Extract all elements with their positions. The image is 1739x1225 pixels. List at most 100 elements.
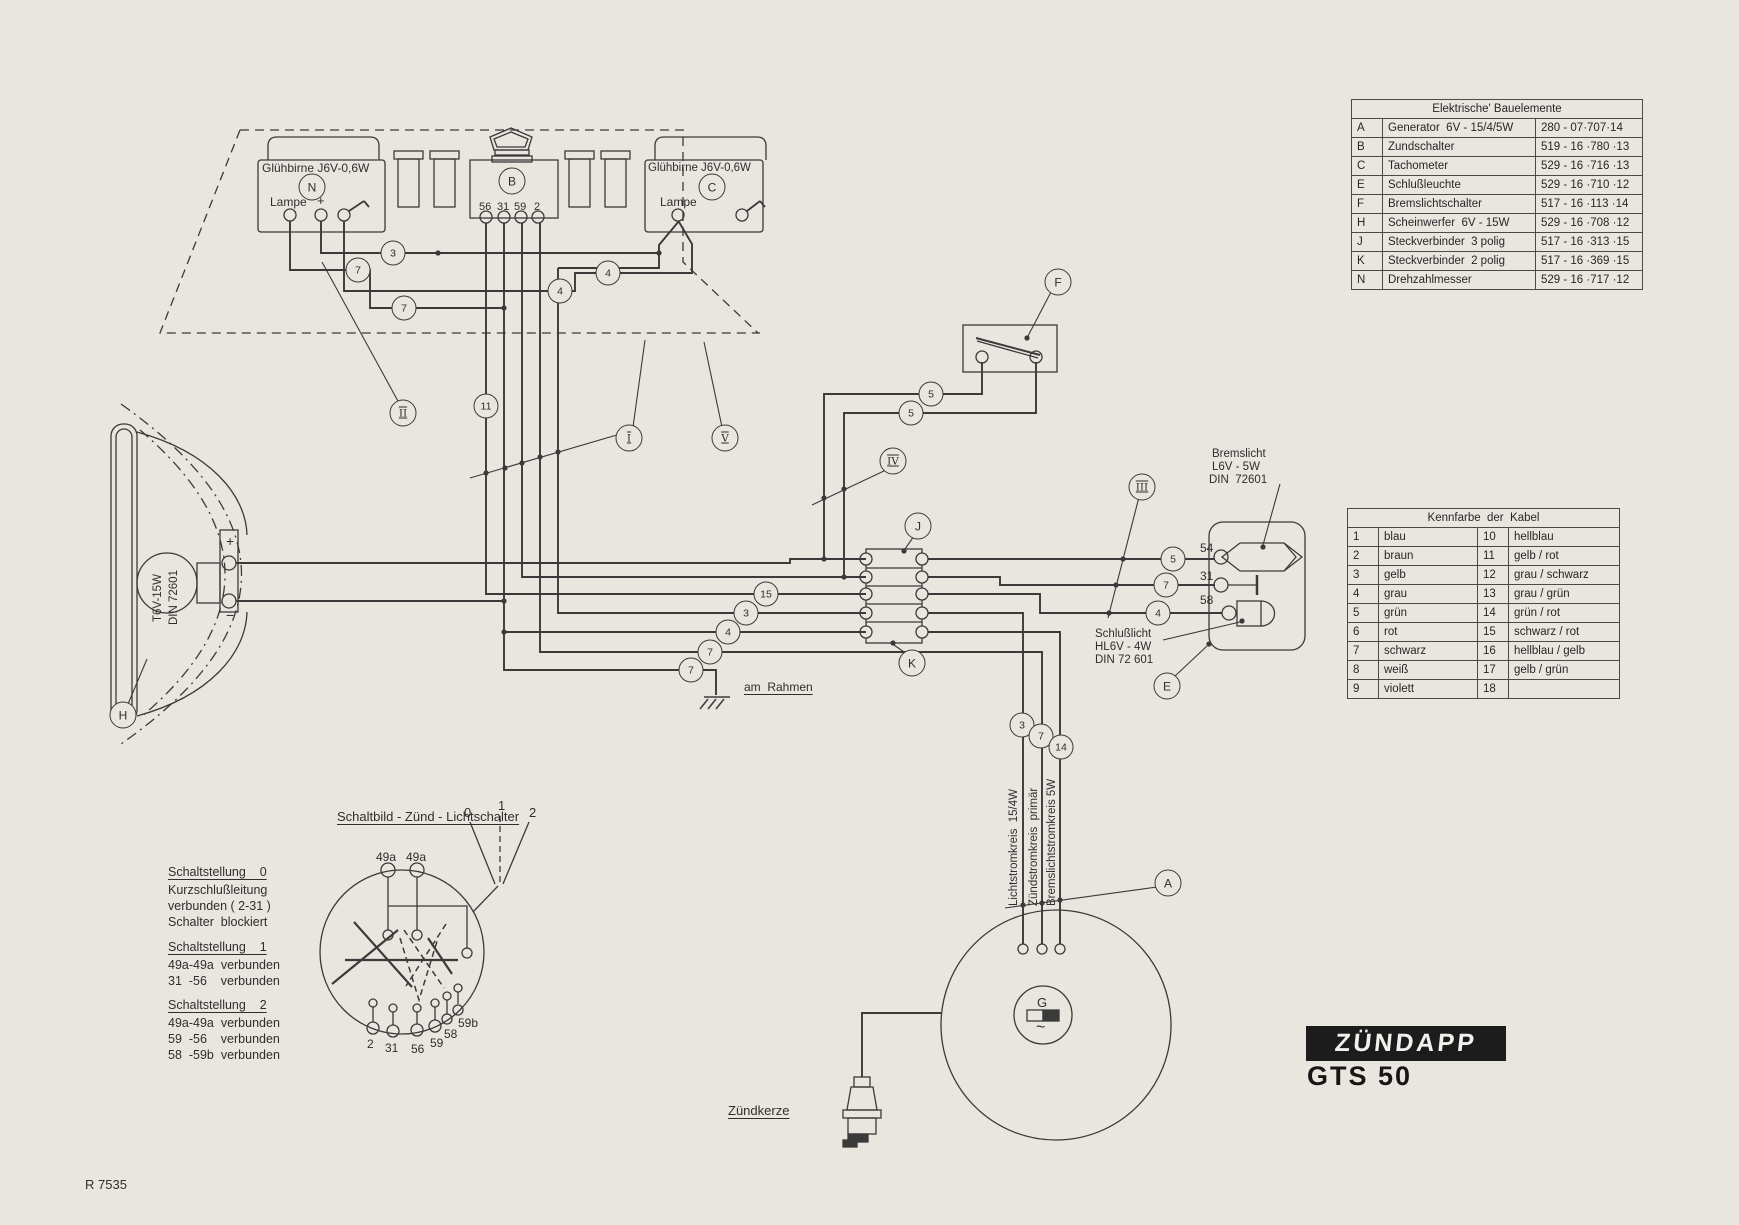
tail-terminal-31: 31 xyxy=(1200,569,1214,583)
cable-color-cell: gelb / grün xyxy=(1508,660,1620,680)
switch-terminal-31: 31 xyxy=(385,1041,399,1055)
wire-number-badge: 4 xyxy=(547,278,573,304)
component-cell: Generator 6V - 15/4/5W xyxy=(1382,118,1536,138)
cable-color-cell: grün / rot xyxy=(1508,603,1620,623)
component-cell: 519 - 16 ·780 ·13 xyxy=(1535,137,1643,157)
circuit-label-licht: Lichtstromkreis 15/4W xyxy=(1008,789,1020,906)
headlight-bulb-din: DIN 72601 xyxy=(168,570,180,625)
switch-terminal-59: 59 xyxy=(430,1036,444,1050)
cable-color-cell: hellblau xyxy=(1508,527,1620,547)
cable-color-cell: 11 xyxy=(1477,546,1509,566)
zundapp-logo: ZÜNDAPP xyxy=(1306,1026,1506,1061)
component-cell: Bremslichtschalter xyxy=(1382,194,1536,214)
wire-number-badge: 7 xyxy=(345,257,371,283)
cable-color-cell: braun xyxy=(1378,546,1478,566)
component-cell: Schlußleuchte xyxy=(1382,175,1536,195)
component-cell: Tachometer xyxy=(1382,156,1536,176)
wire-number-badge: 3 xyxy=(733,600,759,626)
component-marker: E xyxy=(1153,672,1181,700)
component-cell: E xyxy=(1351,175,1383,195)
wire-number-badge: 3 xyxy=(1009,712,1035,738)
schaltstellung-0-title: Schaltstellung 0 xyxy=(168,865,267,879)
switch-terminal-59b: 59b xyxy=(458,1016,479,1030)
component-marker: F xyxy=(1044,268,1072,296)
wire-number-badge: 7 xyxy=(678,657,704,683)
wire-number-badge: 4 xyxy=(595,260,621,286)
bremslicht-label: Bremslicht xyxy=(1212,448,1266,460)
cable-color-cell: blau xyxy=(1378,527,1478,547)
wire-number-badge: 11 xyxy=(473,393,499,419)
cable-color-cell: 9 xyxy=(1347,679,1379,699)
component-cell: F xyxy=(1351,194,1383,214)
component-marker: B xyxy=(498,167,526,195)
cable-color-cell: grau xyxy=(1378,584,1478,604)
component-cell: 529 - 16 ·717 ·12 xyxy=(1535,270,1643,290)
terminal-59: 59 xyxy=(514,201,527,213)
cable-color-cell: schwarz / rot xyxy=(1508,622,1620,642)
cable-color-cell: 3 xyxy=(1347,565,1379,585)
component-cell: 529 - 16 ·708 ·12 xyxy=(1535,213,1643,233)
schaltstellung-2-line1: 49a-49a verbunden xyxy=(168,1016,280,1030)
component-cell: 517 - 16 ·369 ·15 xyxy=(1535,251,1643,271)
switch-terminal-2: 2 xyxy=(367,1037,374,1051)
component-cell: Steckverbinder 3 polig xyxy=(1382,232,1536,252)
cable-color-cell: violett xyxy=(1378,679,1478,699)
tail-terminal-58: 58 xyxy=(1200,593,1214,607)
cable-color-cell: 10 xyxy=(1477,527,1509,547)
component-marker: K xyxy=(898,649,926,677)
component-cell: Zundschalter xyxy=(1382,137,1536,157)
generator-ac-symbol: ~ xyxy=(1036,1019,1046,1036)
component-cell: 280 - 07·707·14 xyxy=(1535,118,1643,138)
bremslicht-din: DIN 72601 xyxy=(1209,474,1268,486)
cable-color-cell xyxy=(1508,679,1620,699)
cable-color-cell: 2 xyxy=(1347,546,1379,566)
lampe-label-n: Lampe xyxy=(270,195,307,209)
component-cell: Drehzahlmesser xyxy=(1382,270,1536,290)
schaltstellung-1-title: Schaltstellung 1 xyxy=(168,940,267,954)
wire-number-badge: 14 xyxy=(1048,734,1074,760)
cable-color-cell: gelb / rot xyxy=(1508,546,1620,566)
switch-terminal-49a-2: 49a xyxy=(406,850,427,864)
cable-color-cell: 1 xyxy=(1347,527,1379,547)
component-cell: H xyxy=(1351,213,1383,233)
wire-number-badge: 5 xyxy=(898,400,924,426)
cable-color-cell: gelb xyxy=(1378,565,1478,585)
component-cell: B xyxy=(1351,137,1383,157)
wire-number-badge: 5 xyxy=(1160,546,1186,572)
cable-color-cell: 8 xyxy=(1347,660,1379,680)
component-cell: 529 - 16 ·716 ·13 xyxy=(1535,156,1643,176)
bulb-label-n: Glühbirne J6V-0,6W xyxy=(262,161,370,175)
wire-number-badge: 4 xyxy=(715,619,741,645)
component-cell: 529 - 16 ·710 ·12 xyxy=(1535,175,1643,195)
component-cell: J xyxy=(1351,232,1383,252)
cable-color-cell: 18 xyxy=(1477,679,1509,699)
schaltbild-title: Schaltbild - Zünd - Lichtschalter xyxy=(337,809,520,824)
cable-color-cell: 5 xyxy=(1347,603,1379,623)
cable-color-cell: hellblau / gelb xyxy=(1508,641,1620,661)
cable-color-cell: 16 xyxy=(1477,641,1509,661)
schaltstellung-0-line1: Kurzschlußleitung xyxy=(168,883,268,897)
wire-number-badge: 7 xyxy=(391,295,417,321)
schaltstellung-2-title: Schaltstellung 2 xyxy=(168,998,267,1012)
components-table-title: Elektrische' Bauelemente xyxy=(1351,99,1643,119)
zuendkerze-label: Zündkerze xyxy=(728,1103,790,1118)
component-marker: H xyxy=(109,701,137,729)
drawing-number: R 7535 xyxy=(85,1177,127,1192)
component-cell: Scheinwerfer 6V - 15W xyxy=(1382,213,1536,233)
cable-color-cell: grün xyxy=(1378,603,1478,623)
cable-color-cell: schwarz xyxy=(1378,641,1478,661)
switch-terminal-56: 56 xyxy=(411,1042,425,1056)
cable-color-cell: 17 xyxy=(1477,660,1509,680)
schaltstellung-1-line2: 31 -56 verbunden xyxy=(168,974,280,988)
